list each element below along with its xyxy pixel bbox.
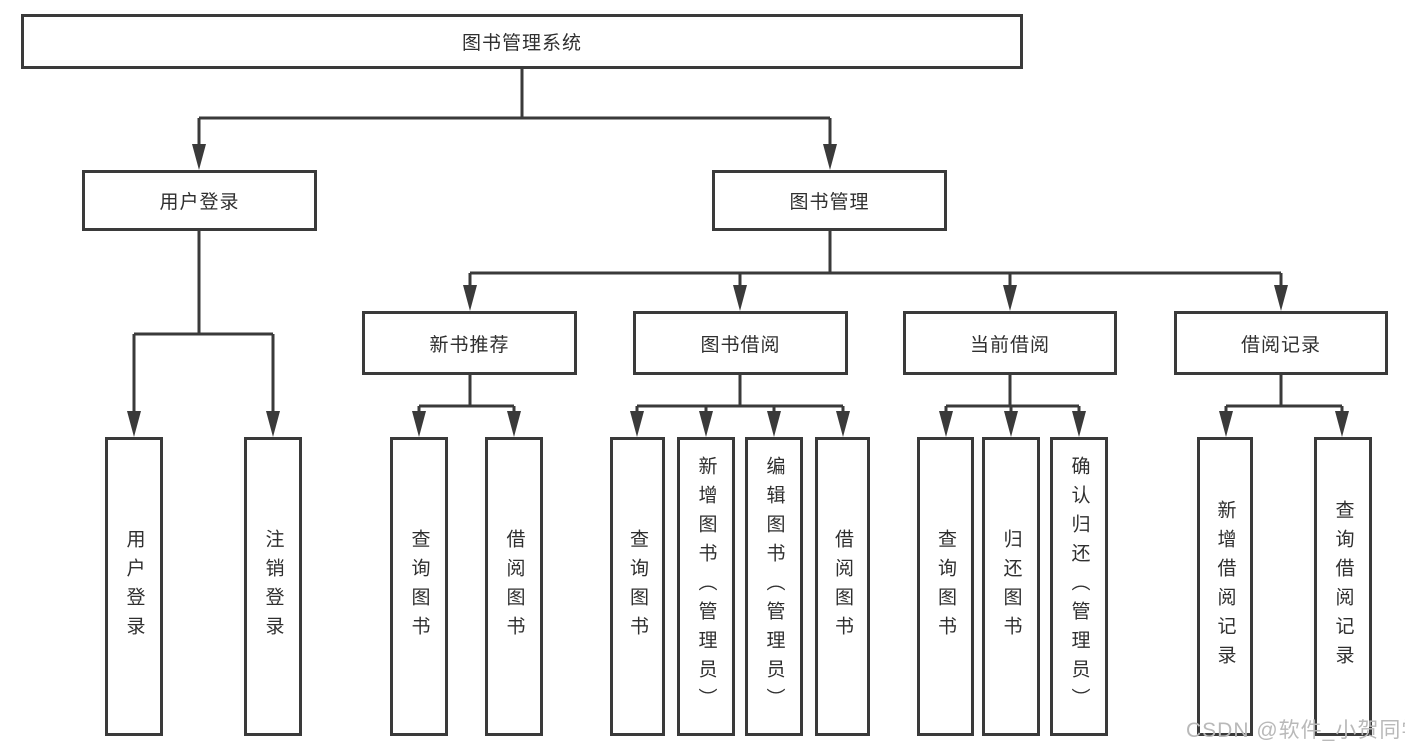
leaf-borrow-books-recommend-label: 借阅图书: [503, 528, 525, 645]
leaf-query-books-borrowing: 查询图书: [610, 437, 665, 736]
leaf-query-books-recommend-label: 查询图书: [408, 528, 430, 645]
book-management-node: 图书管理: [712, 170, 947, 231]
root-to-level2-connector: [192, 69, 837, 170]
arrow-down-icon: [192, 144, 206, 170]
leaf-add-book-admin: 新增图书（管理员）: [677, 437, 735, 736]
leaf-return-books-label: 归还图书: [1000, 528, 1022, 645]
leaf-add-borrow-record-label: 新增借阅记录: [1214, 499, 1236, 674]
leaf-query-books-recommend: 查询图书: [390, 437, 448, 736]
leaf-query-borrow-record-label: 查询借阅记录: [1332, 499, 1354, 674]
book-management-node-label: 图书管理: [789, 192, 870, 213]
arrow-down-icon: [939, 411, 953, 437]
borrowing-records-node: 借阅记录: [1174, 311, 1388, 375]
leaf-edit-book-admin-label: 编辑图书（管理员）: [763, 456, 785, 717]
user-login-connector: [127, 231, 280, 437]
leaf-confirm-return-admin-label: 确认归还（管理员）: [1068, 456, 1090, 717]
arrow-down-icon: [1003, 285, 1017, 311]
root-node-label: 图书管理系统: [461, 33, 582, 54]
leaf-add-borrow-record: 新增借阅记录: [1197, 437, 1253, 736]
user-login-node-label: 用户登录: [159, 192, 240, 213]
leaf-logout-label: 注销登录: [262, 528, 284, 645]
leaf-confirm-return-admin: 确认归还（管理员）: [1050, 437, 1108, 736]
arrow-down-icon: [266, 411, 280, 437]
arrow-down-icon: [767, 411, 781, 437]
arrow-down-icon: [733, 285, 747, 311]
arrow-down-icon: [1274, 285, 1288, 311]
arrow-down-icon: [699, 411, 713, 437]
borrowing-records-node-label: 借阅记录: [1240, 334, 1321, 356]
arrow-down-icon: [1219, 411, 1233, 437]
arrow-down-icon: [412, 411, 426, 437]
leaf-user-login-label: 用户登录: [123, 528, 145, 645]
leaf-query-books-current-label: 查询图书: [935, 528, 956, 645]
new-book-recommend-node: 新书推荐: [362, 311, 577, 375]
current-borrowing-node-label: 当前借阅: [969, 334, 1050, 356]
watermark: CSDN @软件_小贺同学: [1186, 719, 1405, 742]
borrowing-records-connector: [1219, 375, 1349, 437]
book-borrowing-node: 图书借阅: [633, 311, 848, 375]
leaf-add-book-admin-label: 新增图书（管理员）: [695, 456, 717, 717]
leaf-borrow-books-borrowing-label: 借阅图书: [832, 528, 853, 645]
arrow-down-icon: [1004, 411, 1018, 437]
leaf-borrow-books-borrowing: 借阅图书: [815, 437, 870, 736]
leaf-user-login: 用户登录: [105, 437, 163, 736]
user-login-node: 用户登录: [82, 170, 317, 231]
leaf-return-books: 归还图书: [982, 437, 1040, 736]
arrow-down-icon: [507, 411, 521, 437]
current-borrowing-node: 当前借阅: [903, 311, 1117, 375]
arrow-down-icon: [630, 411, 644, 437]
leaf-edit-book-admin: 编辑图书（管理员）: [745, 437, 803, 736]
leaf-query-books-borrowing-label: 查询图书: [627, 528, 648, 645]
root-node: 图书管理系统: [21, 14, 1023, 69]
book-borrowing-connector: [630, 375, 850, 437]
current-borrowing-connector: [939, 375, 1086, 437]
book-management-to-level3-connector: [463, 231, 1288, 311]
arrow-down-icon: [127, 411, 141, 437]
leaf-query-books-current: 查询图书: [917, 437, 974, 736]
leaf-query-borrow-record: 查询借阅记录: [1314, 437, 1372, 736]
arrow-down-icon: [1072, 411, 1086, 437]
leaf-borrow-books-recommend: 借阅图书: [485, 437, 543, 736]
new-book-recommend-node-label: 新书推荐: [429, 334, 510, 356]
arrow-down-icon: [1335, 411, 1349, 437]
leaf-logout: 注销登录: [244, 437, 302, 736]
arrow-down-icon: [836, 411, 850, 437]
book-borrowing-node-label: 图书借阅: [700, 334, 781, 356]
new-book-recommend-connector: [412, 375, 521, 437]
arrow-down-icon: [463, 285, 477, 311]
arrow-down-icon: [823, 144, 837, 170]
